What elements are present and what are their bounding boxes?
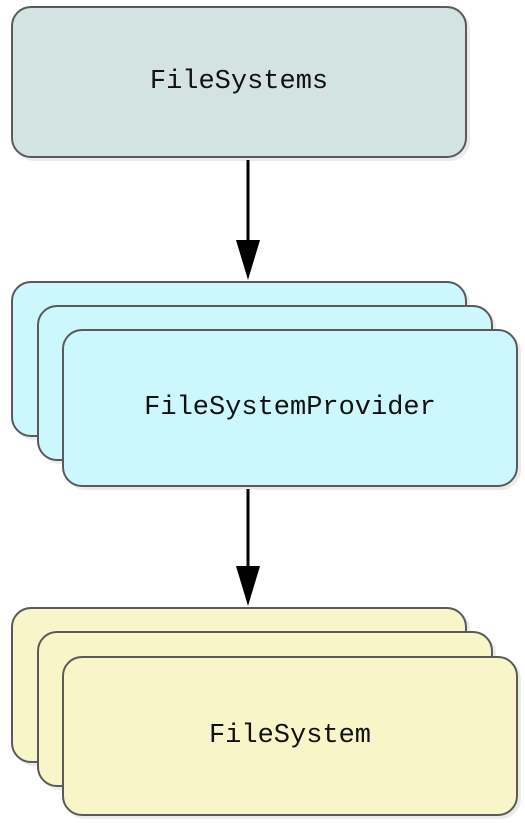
node-filesystems-label: FileSystems [149,67,329,97]
node-provider-label: FileSystemProvider [144,393,436,423]
node-filesystem-label: FileSystem [208,721,372,751]
node-provider: FileSystemProvider [62,329,518,487]
arrow-provider-to-filesystem [236,489,260,606]
node-filesystem: FileSystem [62,656,518,816]
arrow-filesystems-to-provider [236,160,260,280]
node-filesystems: FileSystems [11,6,467,158]
